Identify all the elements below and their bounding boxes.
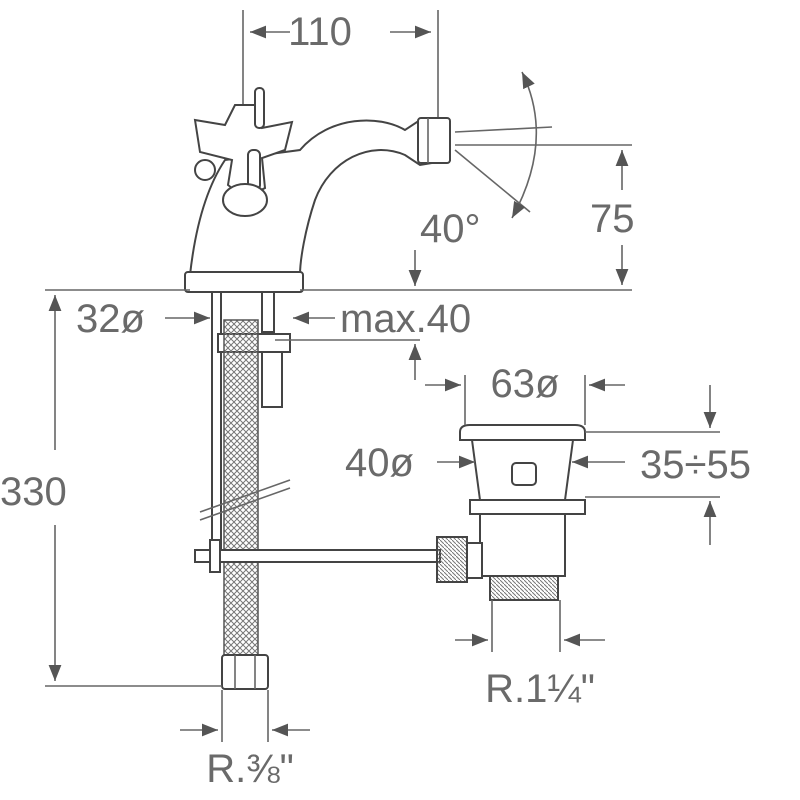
- label-waste-range: 35÷55: [640, 443, 751, 487]
- label-waste-flange: 63ø: [491, 362, 560, 406]
- label-angle: 40°: [420, 207, 481, 251]
- height-dimension: [45, 289, 222, 687]
- label-hose-thread: R.⅜": [206, 747, 294, 791]
- label-max-thickness: max.40: [340, 297, 471, 341]
- pop-up-waste: [436, 424, 586, 601]
- hose-thread-dimension: [180, 690, 310, 742]
- shank-dimensions: [165, 250, 422, 380]
- label-width-110: 110: [288, 10, 352, 54]
- waste-dimensions: [425, 375, 720, 652]
- label-spout-height: 75: [590, 197, 635, 241]
- shank-and-hose: [199, 291, 291, 690]
- angle-dimension: [454, 71, 553, 219]
- mixer-body: [184, 87, 451, 293]
- label-waste-thread: R.1¼": [485, 667, 595, 711]
- label-waste-hole: 40ø: [345, 441, 414, 485]
- spout-height-dimension: [300, 144, 632, 291]
- label-shank-diameter: 32ø: [76, 297, 145, 341]
- label-total-height: 330: [0, 470, 67, 514]
- width-dimension: [242, 10, 439, 125]
- pop-up-rod: [194, 539, 441, 573]
